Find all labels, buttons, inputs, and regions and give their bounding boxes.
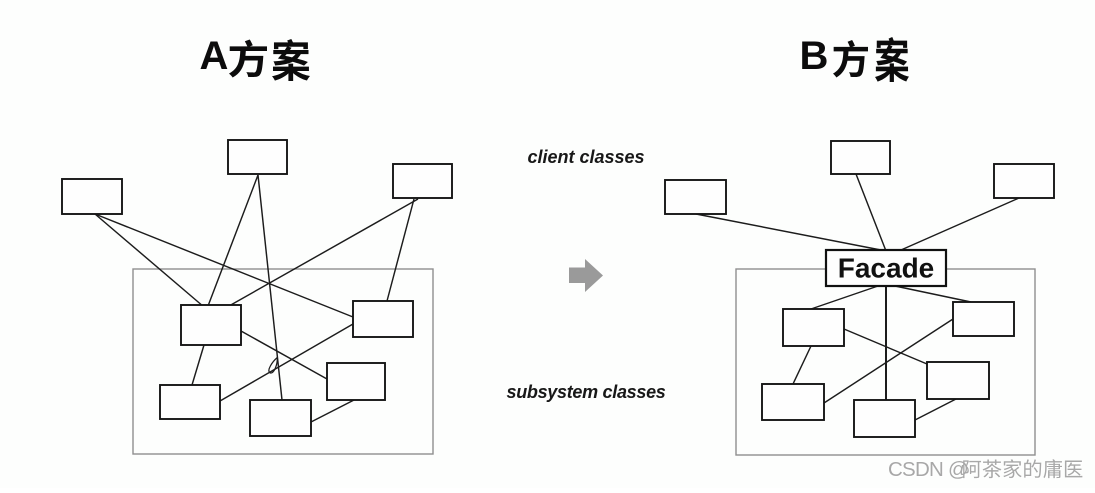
svg-text:client classes: client classes (527, 147, 644, 167)
svg-text:CSDN @: CSDN @ (888, 458, 968, 481)
svg-text:B: B (800, 34, 829, 78)
svg-text:Facade: Facade (838, 253, 935, 284)
svg-text:CSDN @: CSDN @ (889, 459, 969, 482)
svg-text:A: A (200, 34, 229, 78)
svg-text:subsystem classes: subsystem classes (506, 382, 665, 402)
